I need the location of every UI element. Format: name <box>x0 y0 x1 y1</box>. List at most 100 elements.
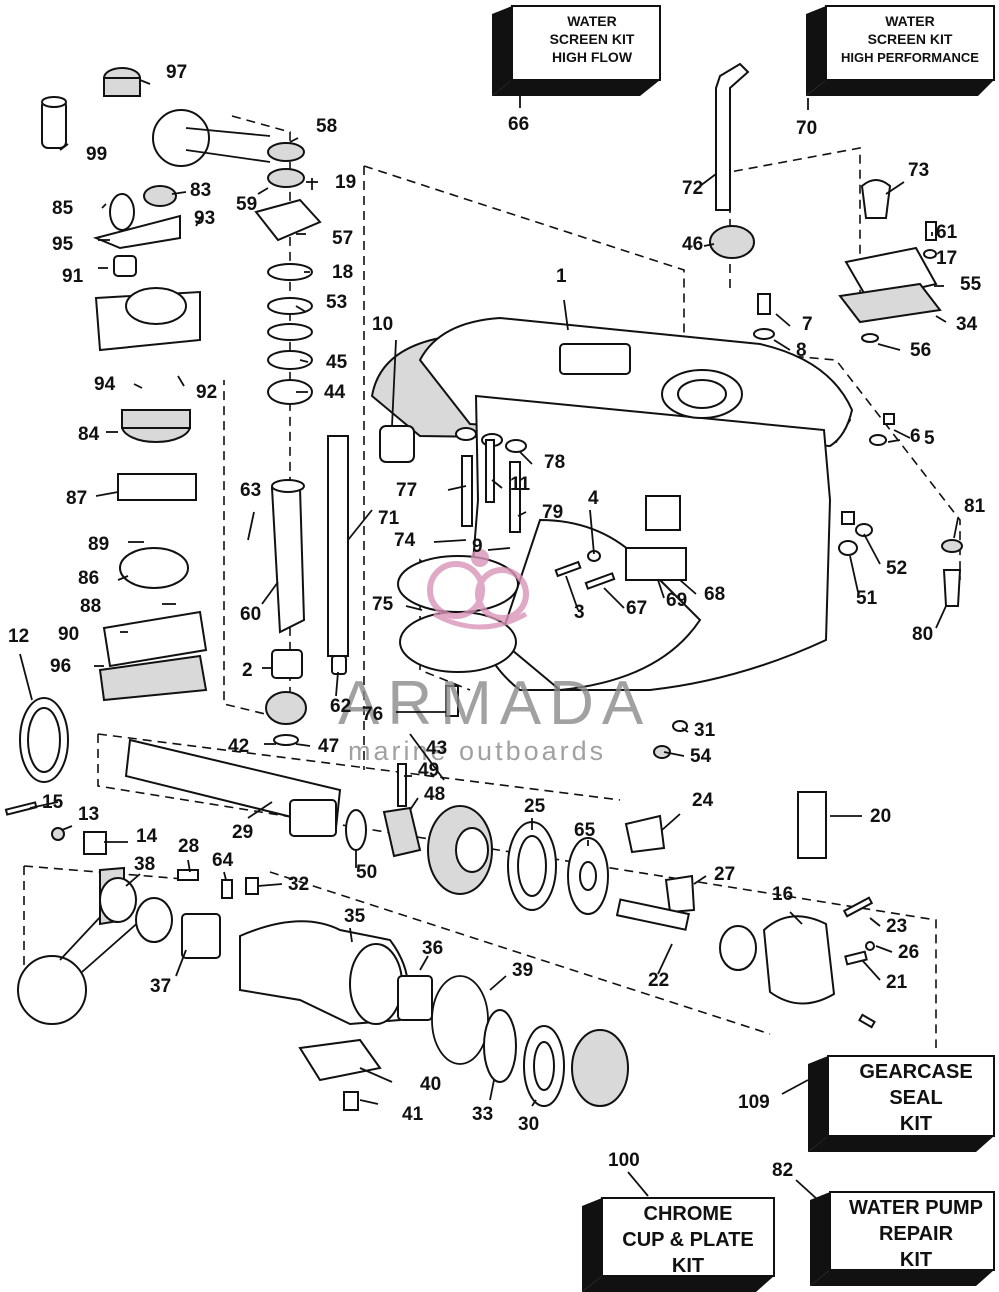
callout-14[interactable]: 14 <box>104 826 158 847</box>
callout-53[interactable]: 53 <box>295 292 347 313</box>
callout-62[interactable]: 62 <box>330 671 351 717</box>
callout-15[interactable]: 15 <box>29 792 64 813</box>
callout-93[interactable]: 93 <box>194 208 215 229</box>
callout-71[interactable]: 71 <box>347 508 400 541</box>
callout-20[interactable]: 20 <box>830 806 891 827</box>
callout-56[interactable]: 56 <box>877 340 931 361</box>
callout-85[interactable]: 85 <box>52 198 107 219</box>
callout-17[interactable]: 17 <box>931 248 957 269</box>
kit-gearcase-seal[interactable]: GEARCASE SEAL KIT <box>808 1055 995 1152</box>
callout-18[interactable]: 18 <box>304 262 353 283</box>
callout-72[interactable]: 72 <box>682 173 717 199</box>
callout-57[interactable]: 57 <box>296 228 353 249</box>
callout-90[interactable]: 90 <box>58 624 128 645</box>
callout-35[interactable]: 35 <box>344 906 366 943</box>
callout-10[interactable]: 10 <box>372 314 397 427</box>
propshaft-parts[interactable] <box>83 738 629 1111</box>
callout-68[interactable]: 68 <box>679 579 725 605</box>
callout-27[interactable]: 27 <box>693 864 735 885</box>
callout-64[interactable]: 64 <box>212 850 234 881</box>
callout-97[interactable]: 97 <box>139 62 187 85</box>
callout-43[interactable]: 43 <box>409 733 447 781</box>
callout-12[interactable]: 12 <box>8 626 33 701</box>
callout-61[interactable]: 61 <box>931 222 958 243</box>
callout-11[interactable]: 11 <box>491 474 531 495</box>
callout-86[interactable]: 86 <box>78 568 129 589</box>
callout-33[interactable]: 33 <box>472 1079 495 1125</box>
gearcase-housing[interactable] <box>370 316 854 692</box>
callout-63[interactable]: 63 <box>240 480 261 541</box>
callout-8[interactable]: 8 <box>773 339 807 361</box>
callout-78[interactable]: 78 <box>519 451 565 473</box>
callout-76[interactable]: 76 <box>362 704 446 725</box>
callout-55[interactable]: 55 <box>934 274 982 295</box>
callout-50[interactable]: 50 <box>355 850 377 883</box>
callout-16[interactable]: 16 <box>772 884 803 925</box>
callout-38[interactable]: 38 <box>125 854 155 887</box>
callout-91[interactable]: 91 <box>62 266 108 287</box>
kit-water-pump-repair[interactable]: WATER PUMP REPAIR KIT <box>810 1191 995 1286</box>
callout-28[interactable]: 28 <box>178 836 199 873</box>
callout-9[interactable]: 9 <box>472 536 511 557</box>
callout-13[interactable]: 13 <box>61 804 99 831</box>
callout-36[interactable]: 36 <box>419 938 443 971</box>
callout-2[interactable]: 2 <box>242 660 272 681</box>
callout-95[interactable]: 95 <box>52 234 110 255</box>
callout-34[interactable]: 34 <box>935 314 978 335</box>
callout-30[interactable]: 30 <box>518 1099 539 1135</box>
callout-75[interactable]: 75 <box>372 594 423 615</box>
callout-6[interactable]: 6 <box>887 426 921 447</box>
callout-25[interactable]: 25 <box>524 796 546 830</box>
callout-52[interactable]: 52 <box>863 533 907 579</box>
callout-54[interactable]: 54 <box>663 746 712 767</box>
callout-22[interactable]: 22 <box>648 943 673 991</box>
callout-44[interactable]: 44 <box>296 382 346 403</box>
callout-4[interactable]: 4 <box>588 488 599 555</box>
callout-74[interactable]: 74 <box>394 530 467 551</box>
callout-39[interactable]: 39 <box>489 960 533 991</box>
callout-3[interactable]: 3 <box>565 575 585 623</box>
callout-96[interactable]: 96 <box>50 656 104 677</box>
water-pump-parts[interactable] <box>17 67 271 1025</box>
callout-40[interactable]: 40 <box>359 1067 441 1095</box>
callout-21[interactable]: 21 <box>861 959 908 993</box>
callout-32[interactable]: 32 <box>257 874 309 895</box>
callout-47[interactable]: 47 <box>295 736 339 757</box>
right-side-parts[interactable] <box>615 62 963 1029</box>
callout-69[interactable]: 69 <box>657 579 687 611</box>
callout-46[interactable]: 46 <box>682 234 715 255</box>
callout-84[interactable]: 84 <box>78 424 118 445</box>
callout-83[interactable]: 83 <box>171 180 211 201</box>
callout-26[interactable]: 26 <box>875 942 919 963</box>
callout-60[interactable]: 60 <box>240 581 279 625</box>
callout-37[interactable]: 37 <box>150 949 187 997</box>
callout-79[interactable]: 79 <box>517 502 563 523</box>
callout-67[interactable]: 67 <box>603 587 647 619</box>
kit-water-screen-high-flow[interactable]: WATER SCREEN KIT HIGH FLOW <box>492 5 661 96</box>
callout-24[interactable]: 24 <box>661 790 714 831</box>
callout-41[interactable]: 41 <box>359 1099 424 1125</box>
callout-88[interactable]: 88 <box>80 596 176 617</box>
callout-80[interactable]: 80 <box>912 605 947 645</box>
callout-1[interactable]: 1 <box>556 266 569 331</box>
driveshaft-parts[interactable] <box>254 142 349 746</box>
callout-23[interactable]: 23 <box>869 916 907 937</box>
callout-51[interactable]: 51 <box>849 555 878 609</box>
callout-94[interactable]: 94 <box>94 374 143 395</box>
callout-89[interactable]: 89 <box>88 534 144 555</box>
callout-87[interactable]: 87 <box>66 488 119 509</box>
kit-water-screen-high-performance[interactable]: WATER SCREEN KIT HIGH PERFORMANCE <box>806 5 995 96</box>
callout-19[interactable]: 19 <box>306 172 356 193</box>
callout-42[interactable]: 42 <box>228 736 276 757</box>
callout-73[interactable]: 73 <box>885 160 929 195</box>
callout-7[interactable]: 7 <box>775 313 813 335</box>
callout-81[interactable]: 81 <box>953 496 986 539</box>
callout-58[interactable]: 58 <box>289 116 337 143</box>
callout-31[interactable]: 31 <box>681 720 716 741</box>
callout-5[interactable]: 5 <box>893 428 935 449</box>
callout-48[interactable]: 48 <box>409 784 445 811</box>
callout-29[interactable]: 29 <box>232 801 273 843</box>
kit-chrome-cup-plate[interactable]: CHROME CUP & PLATE KIT <box>582 1197 775 1292</box>
callout-59[interactable]: 59 <box>236 187 269 215</box>
callout-45[interactable]: 45 <box>299 352 348 373</box>
